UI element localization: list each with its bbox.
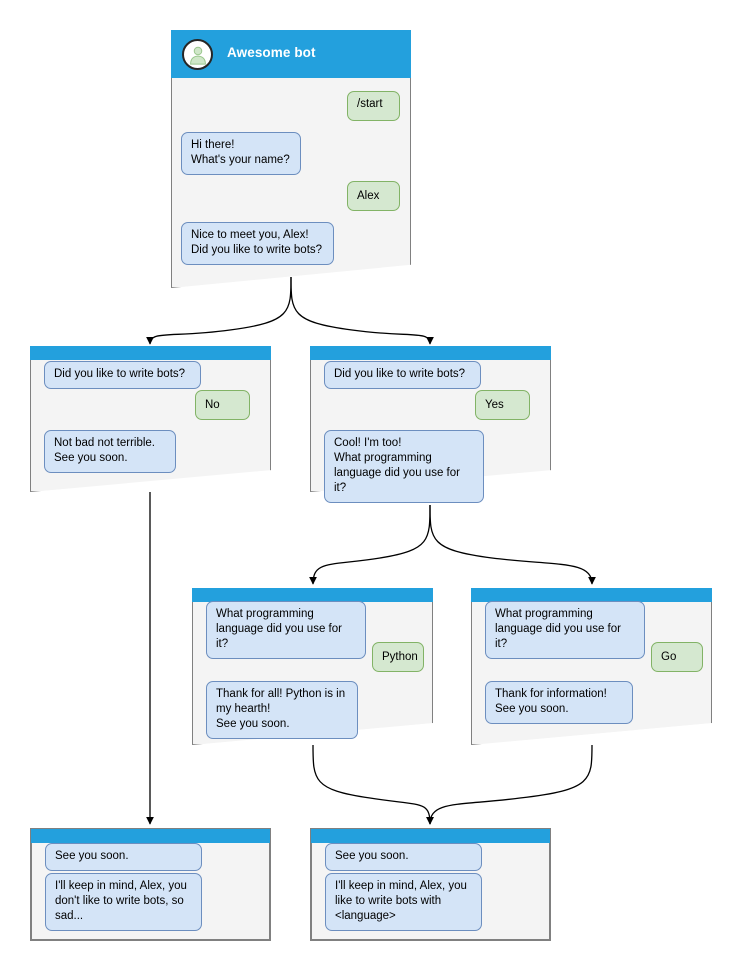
node-yes-branch[interactable]: Did you like to write bots? Yes Cool! I'… bbox=[310, 346, 551, 503]
message-bubble-bot: What programming language did you use fo… bbox=[485, 601, 645, 659]
message-bubble-user: Go bbox=[651, 642, 703, 672]
message-bubble-bot: What programming language did you use fo… bbox=[206, 601, 366, 659]
message-bubble-bot: Hi there! What's your name? bbox=[181, 132, 301, 175]
edge-yes-to-go bbox=[429, 504, 596, 585]
node-python-branch-header bbox=[192, 588, 433, 602]
message-bubble-bot: I'll keep in mind, Alex, you like to wri… bbox=[325, 873, 482, 931]
node-root-header: Awesome bot bbox=[171, 30, 411, 78]
node-python-branch[interactable]: What programming language did you use fo… bbox=[192, 588, 433, 745]
node-end-yes[interactable]: See you soon. I'll keep in mind, Alex, y… bbox=[310, 828, 551, 941]
message-bubble-bot: Not bad not terrible. See you soon. bbox=[44, 430, 176, 473]
user-avatar-icon bbox=[182, 39, 213, 70]
message-bubble-bot: Did you like to write bots? bbox=[44, 361, 201, 389]
node-end-no-header bbox=[31, 829, 270, 843]
node-yes-branch-header bbox=[310, 346, 551, 360]
message-bubble-bot: See you soon. bbox=[325, 843, 482, 871]
message-bubble-bot: Thank for all! Python is in my hearth! S… bbox=[206, 681, 358, 739]
node-no-branch-header bbox=[30, 346, 271, 360]
message-bubble-bot: Thank for information! See you soon. bbox=[485, 681, 633, 724]
edge-python-to-end-yes bbox=[312, 744, 434, 825]
message-bubble-user: /start bbox=[347, 91, 400, 121]
node-no-branch[interactable]: Did you like to write bots? No Not bad n… bbox=[30, 346, 271, 492]
message-bubble-user: Python bbox=[372, 642, 424, 672]
message-bubble-bot: Nice to meet you, Alex! Did you like to … bbox=[181, 222, 334, 265]
edge-yes-to-python bbox=[309, 504, 431, 585]
node-root[interactable]: Awesome bot /start Hi there! What's your… bbox=[171, 30, 411, 288]
message-bubble-bot: Cool! I'm too! What programming language… bbox=[324, 430, 484, 503]
message-bubble-bot: See you soon. bbox=[45, 843, 202, 871]
message-bubble-user: Yes bbox=[475, 390, 530, 420]
node-end-no[interactable]: See you soon. I'll keep in mind, Alex, y… bbox=[30, 828, 271, 941]
message-bubble-user: No bbox=[195, 390, 250, 420]
node-go-branch-header bbox=[471, 588, 712, 602]
bot-name-title: Awesome bot bbox=[227, 45, 316, 60]
edge-go-to-end-yes bbox=[426, 744, 593, 825]
node-end-yes-header bbox=[311, 829, 550, 843]
node-go-branch[interactable]: What programming language did you use fo… bbox=[471, 588, 712, 745]
message-bubble-bot: I'll keep in mind, Alex, you don't like … bbox=[45, 873, 202, 931]
message-bubble-bot: Did you like to write bots? bbox=[324, 361, 481, 389]
message-bubble-user: Alex bbox=[347, 181, 400, 211]
